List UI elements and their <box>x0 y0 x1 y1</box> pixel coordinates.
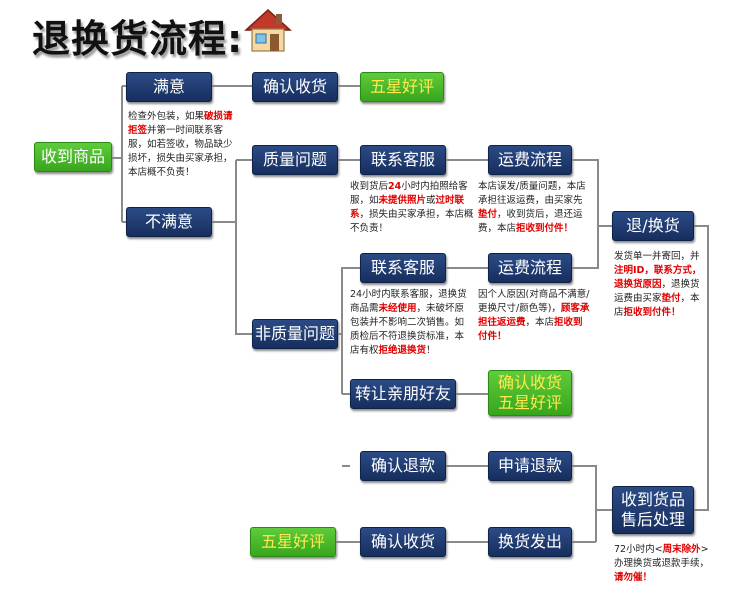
node-unsatisfied: 不满意 <box>126 207 212 237</box>
node-exchange-shipped: 换货发出 <box>488 527 572 557</box>
node-return-exchange: 退/换货 <box>612 211 694 241</box>
node-confirm-and-review: 确认收货 五星好评 <box>488 370 572 416</box>
node-five-star-1: 五星好评 <box>360 72 444 102</box>
node-received: 收到商品 <box>34 142 112 172</box>
node-shipping-process-2: 运费流程 <box>488 253 572 283</box>
node-confirm-refund: 确认退款 <box>360 451 446 481</box>
note-inspect-package: 检查外包装，如果破损请拒签并第一时间联系客服，如若签收，物品缺少损坏，损失由买家… <box>128 110 240 180</box>
note-after-sales-time: 72小时内<周末除外>办理换货或退款手续，请勿催！ <box>614 543 710 585</box>
node-contact-service-1: 联系客服 <box>360 145 446 175</box>
note-shipping-personal: 因个人原因(对商品不满意/更换尺寸/颜色等)，顾客承担往返运费，本店拒收到付件！ <box>478 288 592 344</box>
node-confirm-and-review-line1: 确认收货 <box>498 373 562 393</box>
node-confirm-receipt-2: 确认收货 <box>360 527 446 557</box>
node-contact-service-2: 联系客服 <box>360 253 446 283</box>
node-apply-refund: 申请退款 <box>488 451 572 481</box>
note-return-instructions: 发货单一并寄回，并注明ID，联系方式，退换货原因，退换货运费由买家垫付，本店拒收… <box>614 250 708 320</box>
node-transfer-to-friends: 转让亲朋好友 <box>350 379 456 409</box>
node-shipping-process-1: 运费流程 <box>488 145 572 175</box>
node-five-star-2: 五星好评 <box>250 527 336 557</box>
note-shipping-quality: 本店误发/质量问题，本店承担往返运费，由买家先垫付，收到货后，退还运费，本店拒收… <box>478 180 590 236</box>
node-after-sales-line2: 售后处理 <box>621 510 685 530</box>
node-satisfied: 满意 <box>126 72 212 102</box>
node-non-quality-issue: 非质量问题 <box>252 319 338 349</box>
note-quality-contact: 收到货后24小时内拍照给客服，如未提供照片或过时联系，损失由买家承担，本店概不负… <box>350 180 474 236</box>
node-confirm-and-review-line2: 五星好评 <box>498 393 562 413</box>
node-confirm-receipt-1: 确认收货 <box>252 72 338 102</box>
node-after-sales-line1: 收到货品 <box>621 490 685 510</box>
node-quality-issue: 质量问题 <box>252 145 338 175</box>
note-non-quality-policy: 24小时内联系客服，退换货商品需未经使用，未破坏原包装并不影响二次销售。如质检后… <box>350 288 468 358</box>
node-after-sales: 收到货品 售后处理 <box>612 486 694 534</box>
